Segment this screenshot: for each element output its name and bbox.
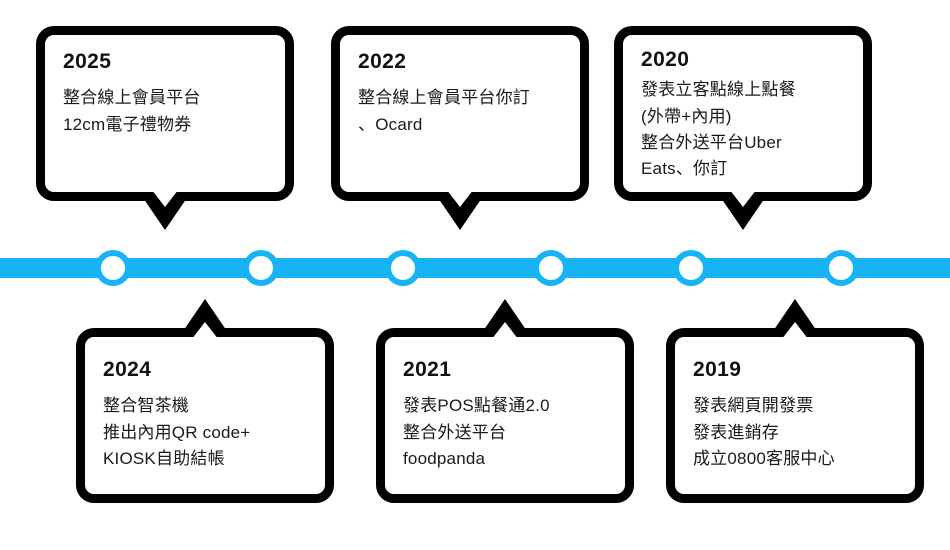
milestone-card-body: 2019 發表網頁開發票 發表進銷存 成立0800客服中心 <box>675 337 915 482</box>
milestone-card-2019[interactable]: 2019 發表網頁開發票 發表進銷存 成立0800客服中心 <box>666 299 924 503</box>
milestone-text: 發表立客點線上點餐 (外帶+內用) 整合外送平台Uber Eats、你訂 <box>641 77 845 182</box>
milestone-text-line: 發表網頁開發票 <box>693 396 814 416</box>
milestone-text: 發表POS點餐通2.0 整合外送平台 foodpanda <box>403 393 607 472</box>
milestone-year: 2020 <box>641 48 690 71</box>
milestone-text-line: 整合外送平台 <box>403 422 507 442</box>
milestone-card-body: 2021 發表POS點餐通2.0 整合外送平台 foodpanda <box>385 337 625 482</box>
milestone-card-2024[interactable]: 2024 整合智茶機 推出內用QR code+ KIOSK自助結帳 <box>76 299 334 503</box>
milestone-card-body: 2020 發表立客點線上點餐 (外帶+內用) 整合外送平台Uber Eats、你… <box>623 35 863 193</box>
milestone-year: 2021 <box>403 358 452 381</box>
milestone-text-line: foodpanda <box>403 448 486 468</box>
milestone-text-line: 發表POS點餐通2.0 <box>403 396 550 416</box>
milestone-text-line: 整合線上會員平台你訂 <box>358 88 530 108</box>
milestone-text-line: 發表進銷存 <box>693 422 779 442</box>
milestone-year: 2019 <box>693 358 742 381</box>
timeline-node-2021[interactable] <box>533 250 569 286</box>
timeline-axis-bar <box>0 258 950 278</box>
milestone-card-2020[interactable]: 2020 發表立客點線上點餐 (外帶+內用) 整合外送平台Uber Eats、你… <box>614 26 872 230</box>
bubble-tail-fill <box>188 322 222 344</box>
timeline-node-2020[interactable] <box>673 250 709 286</box>
milestone-text-line: 整合線上會員平台 <box>63 88 201 108</box>
bubble-tail-fill <box>726 185 760 207</box>
milestone-year: 2024 <box>103 358 152 381</box>
milestone-text-line: 發表立客點線上點餐 <box>641 80 796 100</box>
milestone-text: 整合線上會員平台 12cm電子禮物券 <box>63 85 267 138</box>
milestone-text-line: 整合智茶機 <box>103 396 189 416</box>
milestone-card-body: 2024 整合智茶機 推出內用QR code+ KIOSK自助結帳 <box>85 337 325 482</box>
milestone-card-2025[interactable]: 2025 整合線上會員平台 12cm電子禮物券 <box>36 26 294 230</box>
milestone-text: 整合線上會員平台你訂 、Ocard <box>358 85 562 138</box>
milestone-text-line: 12cm電子禮物券 <box>63 114 192 134</box>
milestone-card-2022[interactable]: 2022 整合線上會員平台你訂 、Ocard <box>331 26 589 230</box>
milestone-text: 整合智茶機 推出內用QR code+ KIOSK自助結帳 <box>103 393 307 472</box>
bubble-tail-fill <box>778 322 812 344</box>
milestone-card-2021[interactable]: 2021 發表POS點餐通2.0 整合外送平台 foodpanda <box>376 299 634 503</box>
milestone-text-line: 整合外送平台Uber <box>641 132 782 152</box>
milestone-year: 2022 <box>358 50 407 73</box>
bubble-tail-fill <box>488 322 522 344</box>
timeline-node-2022[interactable] <box>385 250 421 286</box>
milestone-text-line: 、Ocard <box>358 114 423 134</box>
timeline-node-2024[interactable] <box>243 250 279 286</box>
milestone-card-body: 2025 整合線上會員平台 12cm電子禮物券 <box>45 35 285 148</box>
bubble-tail-fill <box>443 185 477 207</box>
timeline-node-2019[interactable] <box>823 250 859 286</box>
timeline-node-2025[interactable] <box>95 250 131 286</box>
milestone-text-line: Eats、你訂 <box>641 159 728 179</box>
milestone-card-body: 2022 整合線上會員平台你訂 、Ocard <box>340 35 580 148</box>
milestone-text-line: 成立0800客服中心 <box>693 448 835 468</box>
milestone-text-line: 推出內用QR code+ <box>103 422 251 442</box>
bubble-tail-fill <box>148 185 182 207</box>
milestone-text-line: (外帶+內用) <box>641 106 732 126</box>
milestone-year: 2025 <box>63 50 112 73</box>
milestone-text: 發表網頁開發票 發表進銷存 成立0800客服中心 <box>693 393 897 472</box>
milestone-text-line: KIOSK自助結帳 <box>103 448 225 468</box>
